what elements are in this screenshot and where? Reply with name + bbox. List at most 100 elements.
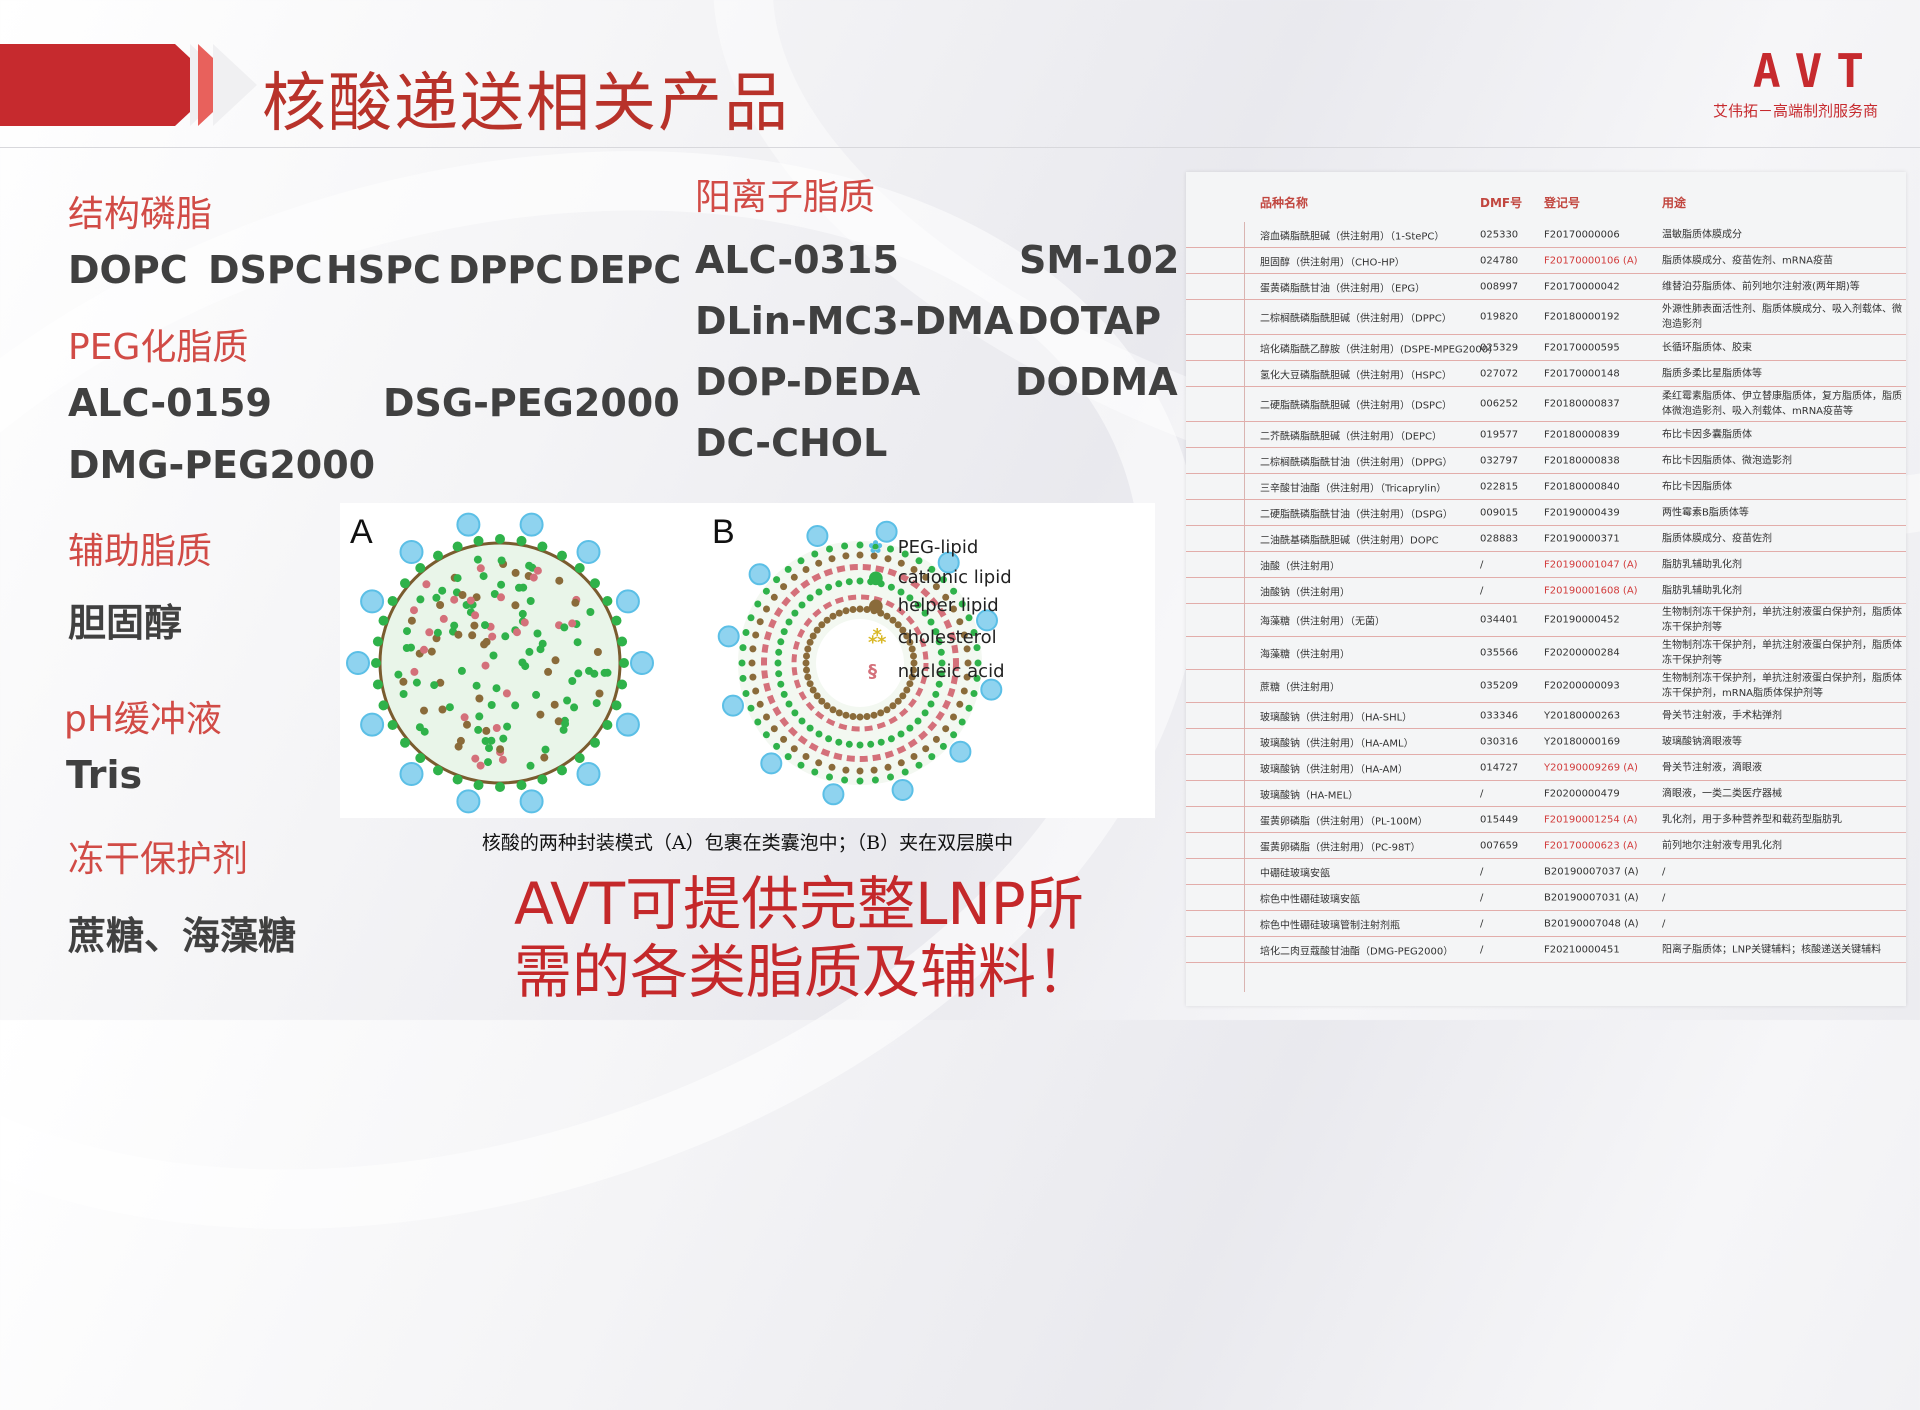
shell-lipid-dot — [575, 563, 585, 573]
shell-lipid-dot — [371, 658, 381, 668]
table-row: 胆固醇（供注射用）（CHO-HP）024780F20170000106 (A)脂… — [1186, 248, 1906, 274]
logo: AVT 艾伟拓－高端制剂服务商 — [1713, 46, 1878, 121]
registration-cell: B20190007048 (A) — [1544, 918, 1639, 929]
bilayer-lipid-dot — [850, 713, 857, 720]
peg-lipid — [893, 780, 913, 800]
product-name-cell: 油酸（供注射用） — [1260, 557, 1340, 572]
bilayer-lipid-dot — [780, 736, 787, 743]
lipid-dot — [474, 726, 482, 734]
bilayer-lipid-dot — [780, 583, 787, 590]
column-header: DMF号 — [1480, 194, 1522, 211]
bilayer-lipid-dot — [798, 762, 805, 769]
shell-lipid-dot — [557, 551, 567, 561]
item: DPPC — [448, 248, 563, 292]
bilayer-lipid-dot — [830, 613, 837, 620]
product-name-cell: 二硬脂酰磷脂酰甘油（供注射用）（DSPG） — [1260, 505, 1453, 520]
lipid-dot — [432, 594, 440, 602]
lipid-dot — [571, 599, 579, 607]
bilayer-lipid-dot — [799, 718, 806, 725]
bilayer-lipid-dot — [803, 667, 810, 674]
bilayer-lipid-dot — [878, 739, 885, 746]
bilayer-lipid-dot — [816, 589, 823, 596]
peg-lipid — [750, 564, 770, 584]
registration-cell: Y20190009269 (A) — [1544, 762, 1638, 773]
peg-lipid — [521, 790, 543, 812]
table-row: 油酸钠（供注射用）/F20190001608 (A)脂肪乳辅助乳化剂 — [1186, 578, 1906, 604]
lipid-dot — [477, 564, 485, 572]
product-name-cell: 玻璃酸钠（供注射用）（HA-AML） — [1260, 734, 1414, 749]
product-name-cell: 培化磷脂酰乙醇胺（供注射用）(DSPE-MPEG2000) — [1260, 340, 1492, 355]
legend-peg-lipid: ✿ PEG-lipid — [868, 537, 978, 558]
bilayer-lipid-dot — [791, 574, 798, 581]
bilayer-lipid-dot — [816, 731, 823, 738]
peg-lipid — [617, 714, 639, 736]
legend-label: nucleic acid — [898, 661, 1005, 682]
product-name-cell: 玻璃酸钠（供注射用）（HA-SHL） — [1260, 708, 1412, 723]
bilayer-lipid-dot — [857, 778, 864, 785]
lipid-dot — [596, 690, 604, 698]
bilayer-lipid-dot — [775, 660, 782, 667]
lipid-dot — [521, 619, 529, 627]
bilayer-lipid-dot — [902, 769, 909, 776]
shell-lipid-dot — [619, 658, 629, 668]
registration-cell: F20180000838 — [1544, 455, 1620, 466]
bilayer-lipid-dot — [857, 552, 864, 559]
registration-cell: Y20180000263 — [1544, 710, 1620, 721]
usage-cell: 布比卡因多囊脂质体 — [1662, 427, 1902, 442]
shell-lipid-dot — [373, 637, 383, 647]
lipid-dot — [450, 622, 458, 630]
bilayer-lipid-dot — [841, 777, 848, 784]
usage-cell: 乳化剂，用于多种营养型和载药型脂肪乳 — [1662, 812, 1902, 827]
bilayer-lipid-dot — [785, 753, 792, 760]
bilayer-lipid-dot — [825, 584, 832, 591]
item: ALC-0315 — [695, 238, 899, 282]
peg-lipid — [457, 790, 479, 812]
peg-lipid — [578, 541, 600, 563]
item: DEPC — [568, 248, 681, 292]
bilayer-lipid-dot — [752, 632, 759, 639]
shell-lipid-dot — [400, 578, 410, 588]
lipid-dot — [470, 622, 478, 630]
shell-lipid-dot — [590, 578, 600, 588]
lipid-dot — [450, 596, 458, 604]
bilayer-lipid-dot — [810, 687, 817, 694]
bilayer-lipid-dot — [857, 714, 864, 721]
dmf-cell: / — [1480, 585, 1483, 596]
bilayer-lipid-dot — [928, 619, 935, 626]
section-heading-cationic: 阳离子脂质 — [695, 168, 875, 220]
bilayer-lipid-dot — [846, 741, 853, 748]
figure-caption: 核酸的两种封装模式（A）包裹在类囊泡中；（B）夹在双层膜中 — [340, 828, 1155, 855]
lipid-dot — [430, 681, 438, 689]
bilayer-lipid-dot — [763, 731, 770, 738]
bilayer-lipid-dot — [777, 638, 784, 645]
item: ALC-0159 — [68, 381, 272, 425]
legend-helper-lipid: ● helper lipid — [868, 595, 999, 616]
table-body: 溶血磷脂酰胆碱（供注射用）（1-StePC）025330F20170000006… — [1186, 222, 1906, 963]
shell-lipid-dot — [602, 720, 612, 730]
shell-lipid-dot — [537, 542, 547, 552]
lipid-dot — [468, 631, 476, 639]
bilayer-lipid-dot — [739, 660, 746, 667]
lipid-dot — [499, 756, 507, 764]
lipid-dot — [480, 640, 488, 648]
peg-lipid — [521, 514, 543, 536]
product-name-cell: 胆固醇（供注射用）（CHO-HP） — [1260, 253, 1405, 268]
bilayer-lipid-dot — [950, 731, 957, 738]
lipid-dot — [422, 580, 430, 588]
dmf-cell: 032797 — [1480, 455, 1518, 466]
table-row: 海藻糖（供注射用）035566F20200000284生物制剂冻干保护剂，单抗注… — [1186, 637, 1906, 670]
slogan-line: AVT可提供完整LNP所 — [514, 870, 1094, 938]
usage-cell: 维替泊芬脂质体、前列地尔注射液(两年期)等 — [1662, 279, 1902, 294]
usage-cell: 生物制剂冻干保护剂，单抗注射液蛋白保护剂，脂质体冻干保护剂等 — [1662, 638, 1902, 668]
legend-cationic-lipid: ● cationic lipid — [868, 567, 1012, 588]
lipid-dot — [574, 669, 582, 677]
registration-cell: F20170000006 — [1544, 229, 1620, 240]
lipid-dot — [482, 737, 490, 745]
lipid-dot — [527, 597, 535, 605]
item: DMG-PEG2000 — [68, 443, 375, 487]
peg-lipid — [361, 590, 383, 612]
bilayer-lipid-dot — [903, 687, 910, 694]
item: Tris — [66, 753, 142, 797]
bilayer-lipid-dot — [803, 660, 810, 667]
registration-cell: F20170000623 (A) — [1544, 840, 1638, 851]
